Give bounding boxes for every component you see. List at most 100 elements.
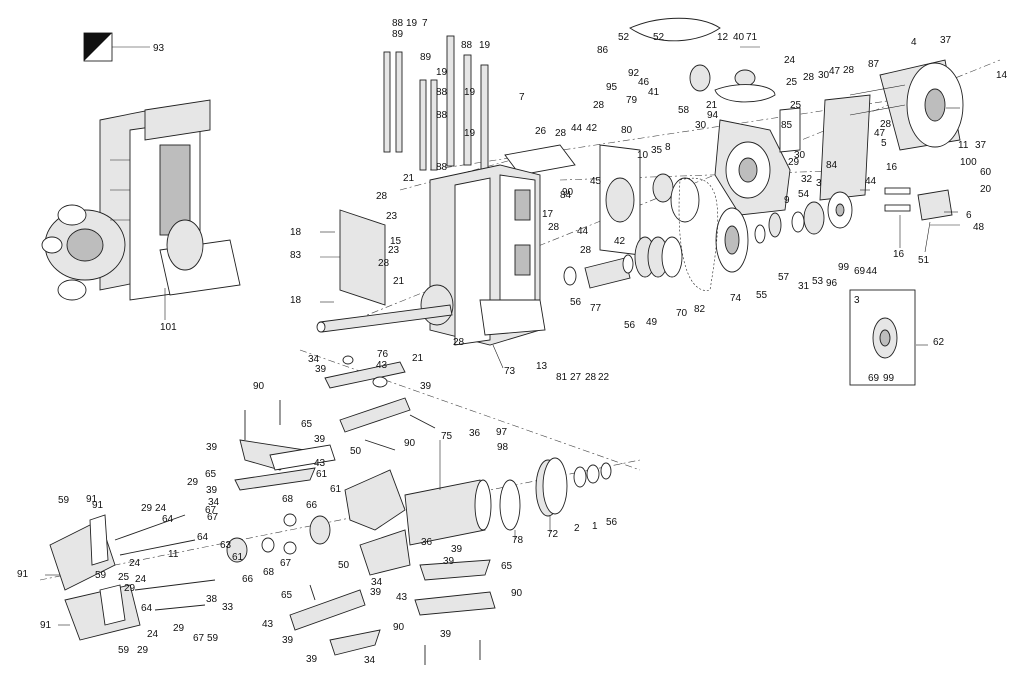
callout-number: 86 xyxy=(597,45,609,56)
callout-number: 59 xyxy=(95,570,107,581)
callout-number: 11 xyxy=(168,549,179,560)
callout-number: 24 xyxy=(147,629,159,640)
callout-number: 67 xyxy=(205,505,217,516)
callout-number: 36 xyxy=(469,428,481,439)
guide-rails xyxy=(383,35,489,176)
callout-number: 72 xyxy=(547,529,559,540)
callout-number: 65 xyxy=(301,419,313,430)
callout-number: 67 xyxy=(280,558,292,569)
callout-number: 19 xyxy=(464,87,476,98)
callout-number: 91 xyxy=(40,620,52,631)
callout-number: 80 xyxy=(621,125,633,136)
callout-number: 27 xyxy=(570,372,582,383)
callout-number: 34 xyxy=(308,354,320,365)
callout-number: 93 xyxy=(153,43,165,54)
callout-number: 19 xyxy=(436,67,448,78)
callout-number: 63 xyxy=(220,540,232,551)
callout-number: 12 xyxy=(717,32,729,43)
callout-number: 85 xyxy=(781,120,793,131)
callout-number: 15 xyxy=(390,236,402,247)
callout-number: 34 xyxy=(208,497,220,508)
callout-number: 28 xyxy=(803,72,815,83)
callout-number: 71 xyxy=(746,32,758,43)
callout-number: 6 xyxy=(966,210,972,221)
callout-number: 58 xyxy=(678,105,690,116)
callout-number: 73 xyxy=(504,366,516,377)
callout-number: 65 xyxy=(501,561,513,572)
callout-number: 59 xyxy=(207,633,219,644)
callout-number: 13 xyxy=(536,361,548,372)
callout-number: 16 xyxy=(886,162,898,173)
callout-number: 61 xyxy=(330,484,342,495)
callout-number: 24 xyxy=(155,503,167,514)
callout-number: 100 xyxy=(960,157,977,168)
callout-number: 43 xyxy=(262,619,274,630)
callout-number: 7 xyxy=(519,92,525,103)
callout-number: 39 xyxy=(306,654,318,665)
callout-number: 28 xyxy=(453,337,465,348)
callout-number: 84 xyxy=(826,160,838,171)
callout-number: 39 xyxy=(206,442,218,453)
callout-number: 99 xyxy=(883,373,895,384)
callout-number: 39 xyxy=(370,587,382,598)
callout-number: 65 xyxy=(205,469,217,480)
left-brackets xyxy=(49,513,331,641)
callout-number: 42 xyxy=(586,123,598,134)
callout-number: 45 xyxy=(590,176,602,187)
callout-number: 56 xyxy=(570,297,582,308)
callout-number: 44 xyxy=(571,123,583,134)
callout-number: 14 xyxy=(996,70,1008,81)
callout-number: 88 xyxy=(392,18,404,29)
callout-number: 30 xyxy=(818,70,830,81)
callout-number: 68 xyxy=(282,494,294,505)
callout-number: 44 xyxy=(866,266,878,277)
callout-number: 19 xyxy=(479,40,491,51)
callout-number: 20 xyxy=(980,184,992,195)
callout-number: 21 xyxy=(706,100,718,111)
callout-number: 82 xyxy=(694,304,706,315)
callout-number: 64 xyxy=(197,532,209,543)
callout-number: 50 xyxy=(338,560,350,571)
callout-number: 65 xyxy=(281,590,293,601)
callout-number: 76 xyxy=(377,349,389,360)
callout-number: 94 xyxy=(707,110,719,121)
callout-number: 70 xyxy=(676,308,688,319)
callout-number: 25 xyxy=(786,77,798,88)
callout-number: 28 xyxy=(585,372,597,383)
callout-number: 90 xyxy=(393,622,405,633)
callout-number: 47 xyxy=(829,66,841,77)
callout-number: 37 xyxy=(975,140,987,151)
callout-number: 67 xyxy=(207,512,219,523)
callout-number: 91 xyxy=(92,500,104,511)
motor xyxy=(849,59,964,151)
assembled-unit-drawing xyxy=(41,99,241,301)
callout-number: 3 xyxy=(854,295,860,306)
callout-number: 30 xyxy=(794,150,806,161)
callout-number: 39 xyxy=(314,434,326,445)
callout-number: 60 xyxy=(980,167,992,178)
callout-number: 30 xyxy=(695,120,707,131)
callout-number: 39 xyxy=(315,364,327,375)
callout-number: 92 xyxy=(628,68,640,79)
callout-number: 96 xyxy=(826,278,838,289)
callout-number: 33 xyxy=(222,602,234,613)
callout-number: 32 xyxy=(801,174,813,185)
callout-number: 22 xyxy=(598,372,610,383)
callout-number: 91 xyxy=(17,569,29,580)
sprockets-and-chain xyxy=(634,173,749,291)
callout-number: 90 xyxy=(404,438,416,449)
belt-and-pulleys xyxy=(629,17,776,103)
callout-number: 29 xyxy=(187,477,199,488)
callout-number: 59 xyxy=(58,495,70,506)
callout-number: 21 xyxy=(412,353,424,364)
callout-number: 25 xyxy=(790,100,802,111)
callout-number: 46 xyxy=(638,77,650,88)
leader-lines xyxy=(45,46,960,626)
callout-number: 21 xyxy=(393,276,405,287)
lower-linkage xyxy=(289,559,496,665)
callout-number: 23 xyxy=(388,245,400,256)
callout-number: 17 xyxy=(542,209,554,220)
